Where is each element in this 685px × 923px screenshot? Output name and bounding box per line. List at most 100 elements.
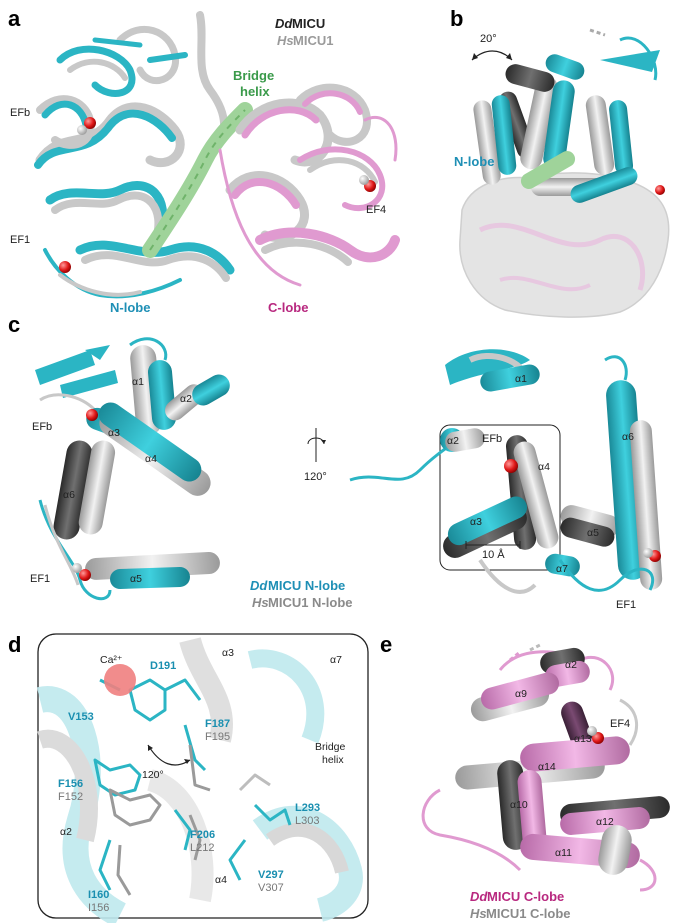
panel-e-ef4: EF4 bbox=[610, 718, 630, 730]
panel-a-bridge-label-1: Bridge bbox=[233, 68, 274, 83]
panel-e-a13: α13 bbox=[574, 733, 592, 745]
panel-d-a3: α3 bbox=[222, 647, 234, 659]
panel-d-res-v153: V153 bbox=[68, 711, 94, 723]
panel-d-res-v297: V297 bbox=[258, 869, 284, 881]
panel-a-calcium-efb bbox=[84, 117, 96, 129]
panel-b-nlobe-label: N-lobe bbox=[454, 154, 494, 169]
panel-c-left-sheet-arrow bbox=[85, 345, 110, 360]
panel-c-left-calcium-efb bbox=[86, 409, 98, 421]
panel-c-right-zoom-box bbox=[439, 424, 561, 571]
panel-c-right-a5: α5 bbox=[587, 527, 599, 539]
panel-c: c α1 α2 α3 α4 bbox=[8, 312, 663, 611]
panel-b-calcium bbox=[655, 185, 665, 195]
panel-c-right-a2-grey bbox=[445, 428, 485, 452]
panel-c-legend-hs-italic: Hs bbox=[252, 595, 269, 610]
panel-a-legend-dd-rest: MICU bbox=[292, 16, 325, 31]
panel-c-left-a6: α6 bbox=[63, 489, 75, 501]
panel-c-left-ef1: EF1 bbox=[30, 573, 50, 585]
panel-e-a12-pink bbox=[560, 807, 650, 835]
panel-c-rotation-arrowhead bbox=[321, 440, 326, 444]
panel-c-right-view: 10 Å α1 α2 α3 α4 α5 α6 α7 EFb EF1 bbox=[349, 349, 663, 611]
panel-d-angle-label: 120° bbox=[142, 769, 164, 781]
panel-e-a14: α14 bbox=[538, 761, 556, 773]
panel-a: a bbox=[8, 6, 400, 315]
panel-e-legend-hs-rest: MICU1 C-lobe bbox=[486, 906, 571, 921]
panel-c-left-a5: α5 bbox=[130, 573, 142, 585]
panel-d-res-f156: F156 bbox=[58, 778, 83, 790]
panel-b-letter: b bbox=[450, 6, 463, 31]
panel-a-ef4-label: EF4 bbox=[366, 204, 386, 216]
panel-e-a2: α2 bbox=[565, 659, 577, 671]
panel-b-helix-grey-1 bbox=[520, 75, 558, 170]
panel-c-left-a6-grey bbox=[78, 440, 116, 535]
panel-b-sheet bbox=[600, 50, 660, 72]
panel-d-calcium bbox=[104, 664, 136, 696]
panel-a-legend-hs-italic: Hs bbox=[277, 33, 294, 48]
panel-d-a2: α2 bbox=[60, 826, 72, 838]
panel-b-helix-dark-top bbox=[505, 64, 555, 92]
panel-d-background-helices bbox=[36, 636, 363, 923]
panel-a-legend-dd-italic: Dd bbox=[275, 16, 293, 31]
panel-b: b 20° N-lobe bbox=[450, 6, 670, 318]
panel-e-a9-pink bbox=[480, 672, 560, 710]
panel-c-right-a1 bbox=[480, 364, 540, 392]
panel-d-res-f152: F152 bbox=[58, 791, 83, 803]
panel-c-right-a5-dark bbox=[560, 517, 615, 547]
panel-c-left-calcium-ef1 bbox=[79, 569, 91, 581]
panel-b-helix-cyan-3 bbox=[609, 100, 634, 175]
panel-d-res-i156: I156 bbox=[88, 902, 109, 914]
panel-c-legend-dd-rest: MICU N-lobe bbox=[268, 578, 345, 593]
panel-c-right-a3-cyan bbox=[447, 496, 528, 546]
panel-c-left-a1: α1 bbox=[132, 376, 144, 388]
panel-c-right-ef1: EF1 bbox=[616, 599, 636, 611]
panel-d-res-d191: D191 bbox=[150, 660, 176, 672]
panel-d: d bbox=[8, 632, 369, 923]
panel-c-right-loop-4 bbox=[604, 355, 628, 381]
panel-b-clobe-ribbon-2 bbox=[499, 276, 591, 292]
panel-d-angle-arrowhead-1 bbox=[148, 745, 153, 751]
panel-b-helix-cyan-1 bbox=[543, 80, 575, 170]
panel-c-left-efb: EFb bbox=[32, 421, 52, 433]
panel-c-right-loop-2 bbox=[558, 559, 655, 592]
panel-e-structure bbox=[421, 643, 670, 892]
panel-d-a7: α7 bbox=[330, 654, 342, 666]
panel-c-left-a4-cyan bbox=[98, 402, 202, 482]
panel-c-right-a2: α2 bbox=[447, 435, 459, 447]
panel-b-helix-cyan-2 bbox=[491, 95, 517, 175]
panel-e-a12: α12 bbox=[596, 816, 614, 828]
panel-d-ca-label: Ca²⁺ bbox=[100, 654, 123, 666]
panel-b-arrowhead-2 bbox=[506, 53, 512, 60]
panel-b-helix-grey-2 bbox=[473, 100, 501, 185]
panel-d-bridge-2: helix bbox=[322, 754, 344, 766]
panel-c-left-a2: α2 bbox=[180, 393, 192, 405]
panel-d-res-i160: I160 bbox=[88, 889, 109, 901]
panel-c-left-a3: α3 bbox=[108, 427, 120, 439]
panel-c-right-a3: α3 bbox=[470, 516, 482, 528]
panel-a-calcium-ef1 bbox=[59, 261, 71, 273]
panel-c-left-loop-4 bbox=[43, 504, 80, 586]
panel-b-helices bbox=[473, 28, 660, 203]
panel-c-letter: c bbox=[8, 312, 20, 337]
panel-d-bridge-1: Bridge bbox=[315, 741, 346, 753]
panel-b-helix-cyan-4 bbox=[570, 167, 638, 203]
panel-a-hs-calcium-efb bbox=[77, 125, 87, 135]
panel-c-right-calcium-efb bbox=[504, 459, 518, 473]
panel-c-left-a4: α4 bbox=[145, 453, 157, 465]
panel-c-left-sheet-2 bbox=[60, 370, 118, 398]
panel-c-right-distance-label: 10 Å bbox=[482, 548, 505, 561]
panel-b-arrowhead-1 bbox=[472, 53, 478, 60]
panel-a-nlobe-label: N-lobe bbox=[110, 300, 150, 315]
panel-c-legend-dd-italic: Dd bbox=[250, 578, 268, 593]
panel-a-efb-label: EFb bbox=[10, 107, 30, 119]
panel-c-left-hs-calcium-ef1 bbox=[72, 563, 82, 573]
panel-d-a4: α4 bbox=[215, 874, 227, 886]
panel-c-legend-hs-rest: MICU1 N-lobe bbox=[268, 595, 353, 610]
panel-c-rotation-indicator: 120° bbox=[304, 428, 327, 483]
panel-d-letter: d bbox=[8, 632, 21, 657]
panel-c-rotation-label: 120° bbox=[304, 471, 327, 483]
panel-b-disordered bbox=[589, 28, 606, 37]
panel-a-letter: a bbox=[8, 6, 21, 31]
panel-e-hs-calcium bbox=[587, 726, 597, 736]
panel-e-legend-dd-rest: MICU C-lobe bbox=[487, 889, 564, 904]
